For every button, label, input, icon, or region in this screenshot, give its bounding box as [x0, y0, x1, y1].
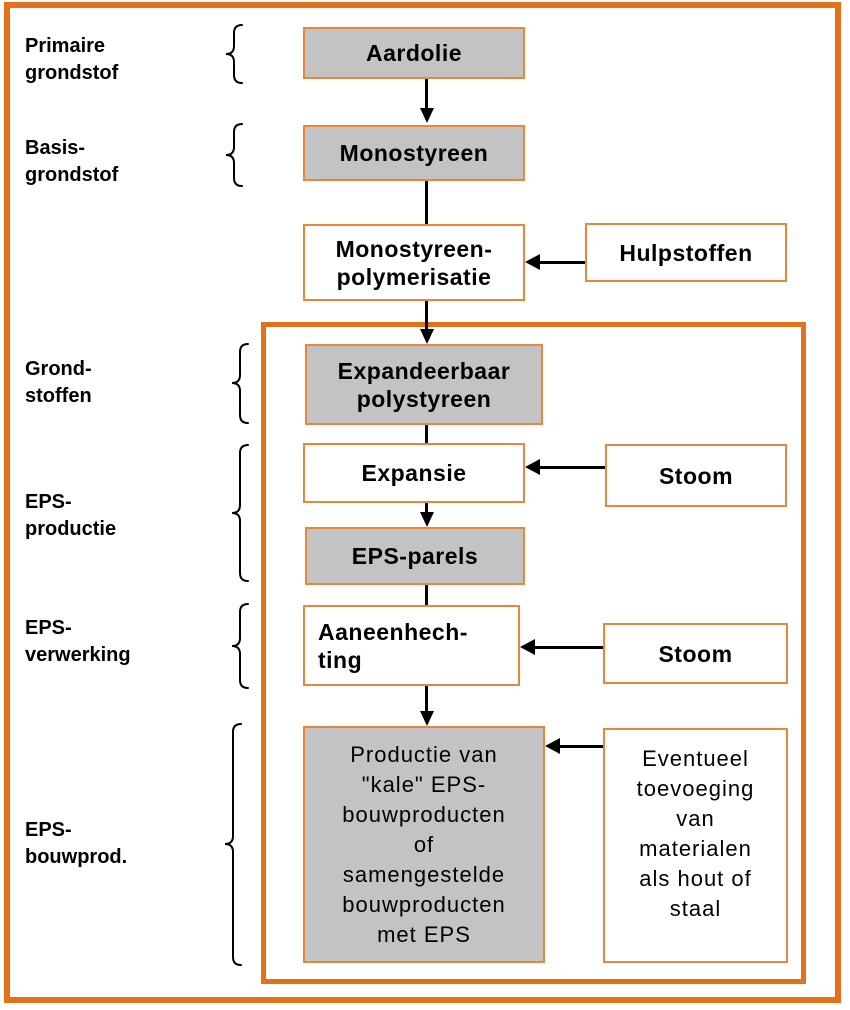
process-box-aaneenhechting: Aaneenhech- ting	[303, 605, 520, 686]
stage-label-grondstoffen: Grond- stoffen	[25, 358, 92, 407]
input-box-stoom-2: Stoom	[603, 623, 788, 684]
brace-icon	[231, 603, 249, 689]
brace-icon	[231, 343, 249, 424]
brace-icon	[224, 723, 242, 966]
eps-process-frame	[261, 322, 806, 984]
flow-line-horizontal	[540, 261, 585, 264]
process-box-productie-kale-eps: Productie van "kale" EPS- bouwproducten …	[303, 726, 545, 963]
flow-line-vertical	[425, 79, 428, 108]
arrow-left-icon	[545, 738, 560, 754]
input-box-stoom-1: Stoom	[605, 444, 787, 507]
process-box-monostyreen-polymerisatie: Monostyreen- polymerisatie	[303, 224, 525, 301]
arrow-left-icon	[525, 254, 540, 270]
stage-label-primaire-grondstof: Primaire grondstof	[25, 35, 119, 84]
flow-line-vertical	[425, 503, 428, 513]
arrow-left-icon	[520, 639, 535, 655]
stage-label-basis-grondstof: Basis- grondstof	[25, 137, 119, 186]
flow-line-vertical	[425, 686, 428, 711]
outer-frame	[4, 2, 841, 1003]
flow-line-horizontal	[535, 646, 603, 649]
process-box-monostyreen: Monostyreen	[303, 125, 525, 181]
process-box-aardolie: Aardolie	[303, 27, 525, 79]
flow-line-vertical	[425, 301, 428, 329]
flow-line-horizontal	[540, 466, 605, 469]
arrow-down-icon	[420, 711, 434, 726]
arrow-down-icon	[420, 329, 434, 344]
arrow-down-icon	[420, 512, 434, 527]
brace-icon	[225, 24, 243, 84]
flow-line-vertical	[425, 585, 428, 605]
process-box-expandeerbaar-polystyreen: Expandeerbaar polystyreen	[305, 344, 543, 425]
arrow-down-icon	[420, 108, 434, 123]
brace-icon	[225, 123, 243, 187]
stage-label-eps-productie: EPS- productie	[25, 491, 117, 540]
process-box-expansie: Expansie	[303, 443, 525, 503]
flow-line-vertical	[425, 425, 428, 443]
stage-label-eps-verwerking: EPS- verwerking	[25, 617, 131, 666]
flow-line-vertical	[425, 181, 428, 224]
stage-label-eps-bouwprod: EPS- bouwprod.	[25, 819, 128, 868]
process-box-eps-parels: EPS-parels	[305, 527, 525, 585]
input-box-eventueel-toevoeging: Eventueel toevoeging van materialen als …	[603, 728, 788, 963]
brace-icon	[231, 444, 249, 582]
flow-line-horizontal	[560, 745, 603, 748]
input-box-hulpstoffen: Hulpstoffen	[585, 223, 787, 282]
arrow-left-icon	[525, 459, 540, 475]
